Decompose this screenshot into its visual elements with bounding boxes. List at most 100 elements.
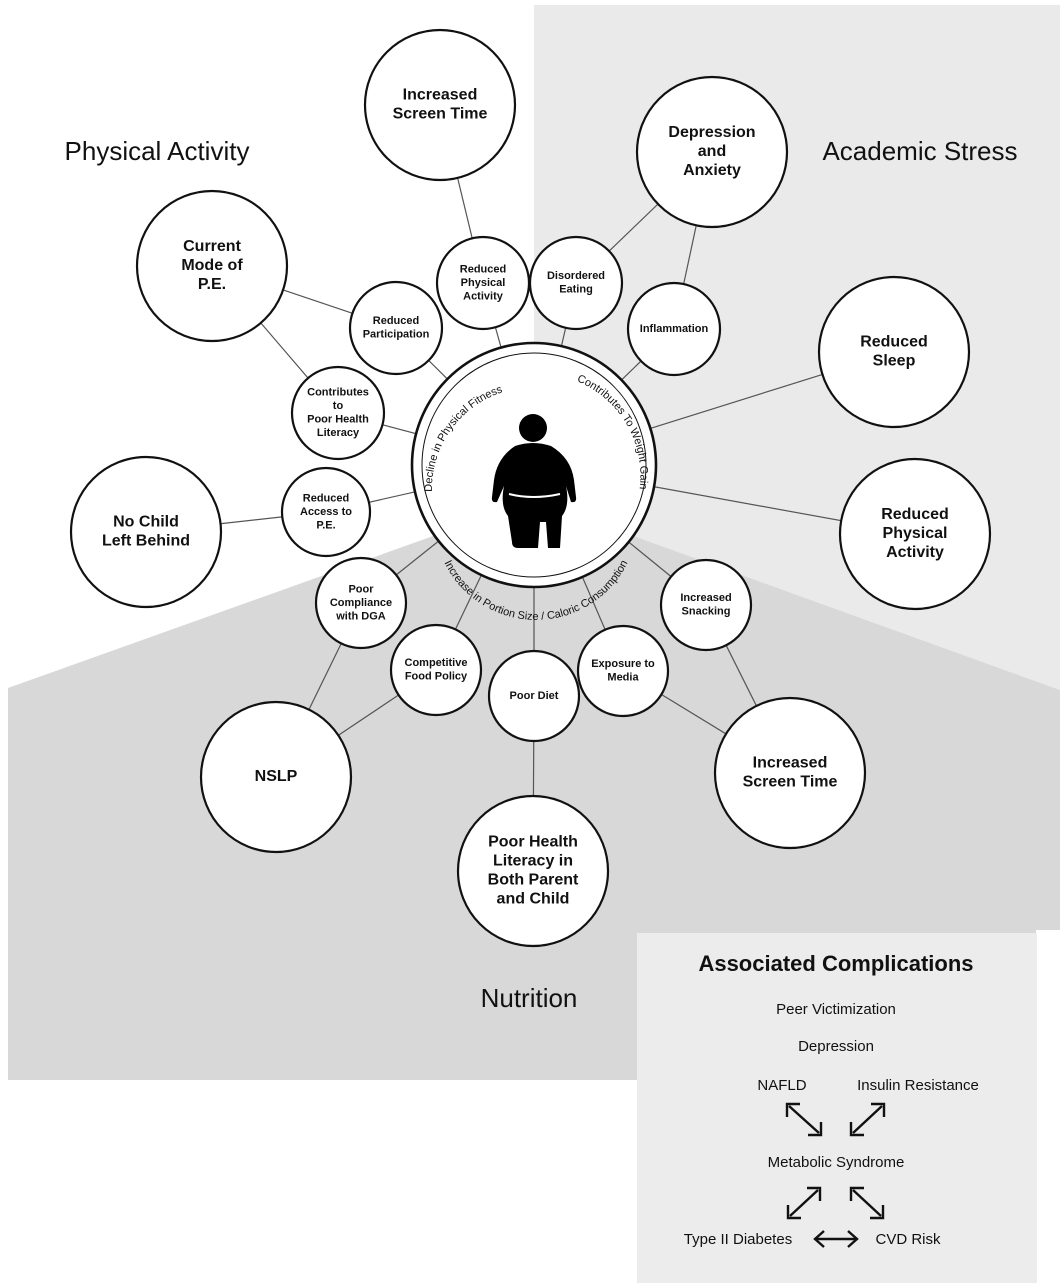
node-label-line: Literacy — [317, 427, 360, 439]
node-label-line: Participation — [363, 329, 430, 341]
node-label-line: Reduced — [860, 334, 928, 351]
double-arrow-icon — [849, 1186, 885, 1220]
node-label-line: with DGA — [335, 610, 386, 622]
node-label-line: Access to — [300, 506, 352, 518]
node-label-line: Contributes — [307, 387, 369, 399]
node-label-line: P.E. — [198, 276, 226, 293]
node-circle — [456, 794, 610, 948]
node-label-line: Increased — [680, 592, 731, 604]
node-label-line: Reduced — [303, 492, 349, 504]
node-label-line: Reduced — [373, 315, 419, 327]
associated-complications: Associated Complications Peer Victimizat… — [684, 951, 979, 1248]
complication-insulin-resistance: Insulin Resistance — [857, 1077, 979, 1094]
region-title-academic-stress: Academic Stress — [822, 136, 1017, 166]
complications-title: Associated Complications — [698, 951, 973, 976]
node-circle — [576, 624, 670, 718]
node-label-line: Left Behind — [102, 533, 190, 550]
node-label-line: Current — [183, 238, 241, 255]
node-label-line: Poor Health — [307, 414, 369, 426]
node-label-line: and — [698, 143, 726, 160]
node-label-line: Literacy in — [493, 853, 573, 870]
node-circle — [659, 558, 753, 652]
node-circle — [487, 649, 581, 743]
node-label-line: Media — [607, 672, 639, 684]
node-label-line: Eating — [559, 284, 593, 296]
node-label-line: Disordered — [547, 270, 605, 282]
node-circle — [280, 466, 372, 558]
node-circle — [348, 280, 444, 376]
node-label-line: Mode of — [181, 257, 243, 274]
node-circle — [314, 556, 408, 650]
node-circle — [817, 275, 971, 429]
complication-peer-victimization: Peer Victimization — [776, 1001, 896, 1018]
node-exposure-to-media: Exposure to Media — [576, 624, 670, 718]
complications-box — [637, 933, 1037, 1283]
node-circle — [199, 700, 353, 854]
node-label-line: Depression — [668, 124, 755, 141]
node-label-line: Increased — [753, 755, 828, 772]
node-label-line: Poor — [348, 583, 374, 595]
node-label-line: NSLP — [255, 768, 298, 785]
complication-cvd-risk: CVD Risk — [875, 1231, 941, 1248]
node-label-line: Poor Diet — [510, 690, 559, 702]
node-label-line: Screen Time — [393, 106, 488, 123]
node-circle — [626, 281, 722, 377]
node-circle — [838, 457, 992, 611]
node-circle — [389, 623, 483, 717]
node-circle — [69, 455, 223, 609]
obese-child-icon — [491, 414, 577, 548]
node-label-line: Physical — [461, 277, 506, 289]
complication-nafld: NAFLD — [757, 1077, 806, 1094]
node-label-line: Food Policy — [405, 671, 468, 683]
node-circle — [363, 28, 517, 182]
center-node: Decline in Physical Fitness Contributes … — [410, 341, 658, 623]
node-label-line: P.E. — [316, 519, 335, 531]
node-label-line: Inflammation — [640, 323, 709, 335]
node-label-line: Physical — [883, 525, 948, 542]
node-label-line: Compliance — [330, 597, 392, 609]
node-circle — [290, 365, 386, 461]
node-label-line: Anxiety — [683, 162, 741, 179]
region-title-nutrition: Nutrition — [481, 983, 578, 1013]
node-circle — [135, 189, 289, 343]
double-arrow-icon — [786, 1186, 822, 1220]
node-circle — [713, 696, 867, 850]
node-inflammation: Inflammation — [626, 281, 722, 377]
node-label-line: Activity — [886, 544, 944, 561]
double-arrow-icon — [849, 1102, 886, 1137]
node-nslp: NSLP — [199, 700, 353, 854]
complication-metabolic-syndrome: Metabolic Syndrome — [768, 1154, 905, 1171]
node-label-line: and Child — [497, 891, 570, 908]
node-label-line: Reduced — [881, 506, 949, 523]
node-label-line: Sleep — [873, 353, 916, 370]
node-circle — [635, 75, 789, 229]
node-label-line: Reduced — [460, 263, 506, 275]
node-poor-diet: Poor Diet — [487, 649, 581, 743]
node-label-line: Competitive — [405, 657, 468, 669]
node-label-line: Snacking — [682, 606, 731, 618]
double-arrow-icon — [813, 1230, 859, 1248]
node-label-line: Both Parent — [488, 872, 579, 889]
double-arrow-icon — [785, 1102, 823, 1137]
node-label-line: Exposure to — [591, 658, 655, 670]
node-label-line: to — [333, 400, 344, 412]
complication-depression: Depression — [798, 1038, 874, 1055]
node-label-line: Increased — [403, 87, 478, 104]
node-label-line: Screen Time — [743, 774, 838, 791]
